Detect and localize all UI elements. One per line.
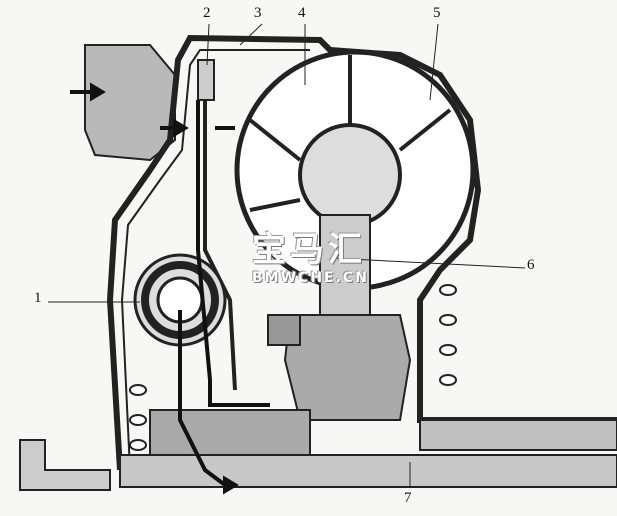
label-4: 4 xyxy=(298,5,306,21)
flow-path xyxy=(196,100,270,407)
label-1: 1 xyxy=(34,290,42,306)
watermark-url: BMWCHE.CN xyxy=(252,270,369,286)
label-6: 6 xyxy=(527,257,535,273)
hub-column xyxy=(319,214,371,316)
bracket xyxy=(19,439,111,491)
clutch-plate-2 xyxy=(203,60,237,391)
flow-path xyxy=(178,310,227,487)
stator-core xyxy=(298,123,402,227)
label-5: 5 xyxy=(433,5,441,21)
roller xyxy=(267,314,301,346)
blade xyxy=(249,198,301,212)
springs xyxy=(439,284,457,386)
blade xyxy=(398,108,452,152)
watermark-cn: 宝马汇 xyxy=(252,230,366,270)
hub xyxy=(283,314,412,421)
label-7: 7 xyxy=(404,490,412,506)
shaft-7 xyxy=(119,454,617,488)
plate-top xyxy=(197,59,215,101)
springs-left xyxy=(129,384,147,451)
input-housing xyxy=(84,44,176,162)
blade xyxy=(248,118,302,162)
label-2: 2 xyxy=(203,5,211,21)
label-3: 3 xyxy=(254,5,262,21)
